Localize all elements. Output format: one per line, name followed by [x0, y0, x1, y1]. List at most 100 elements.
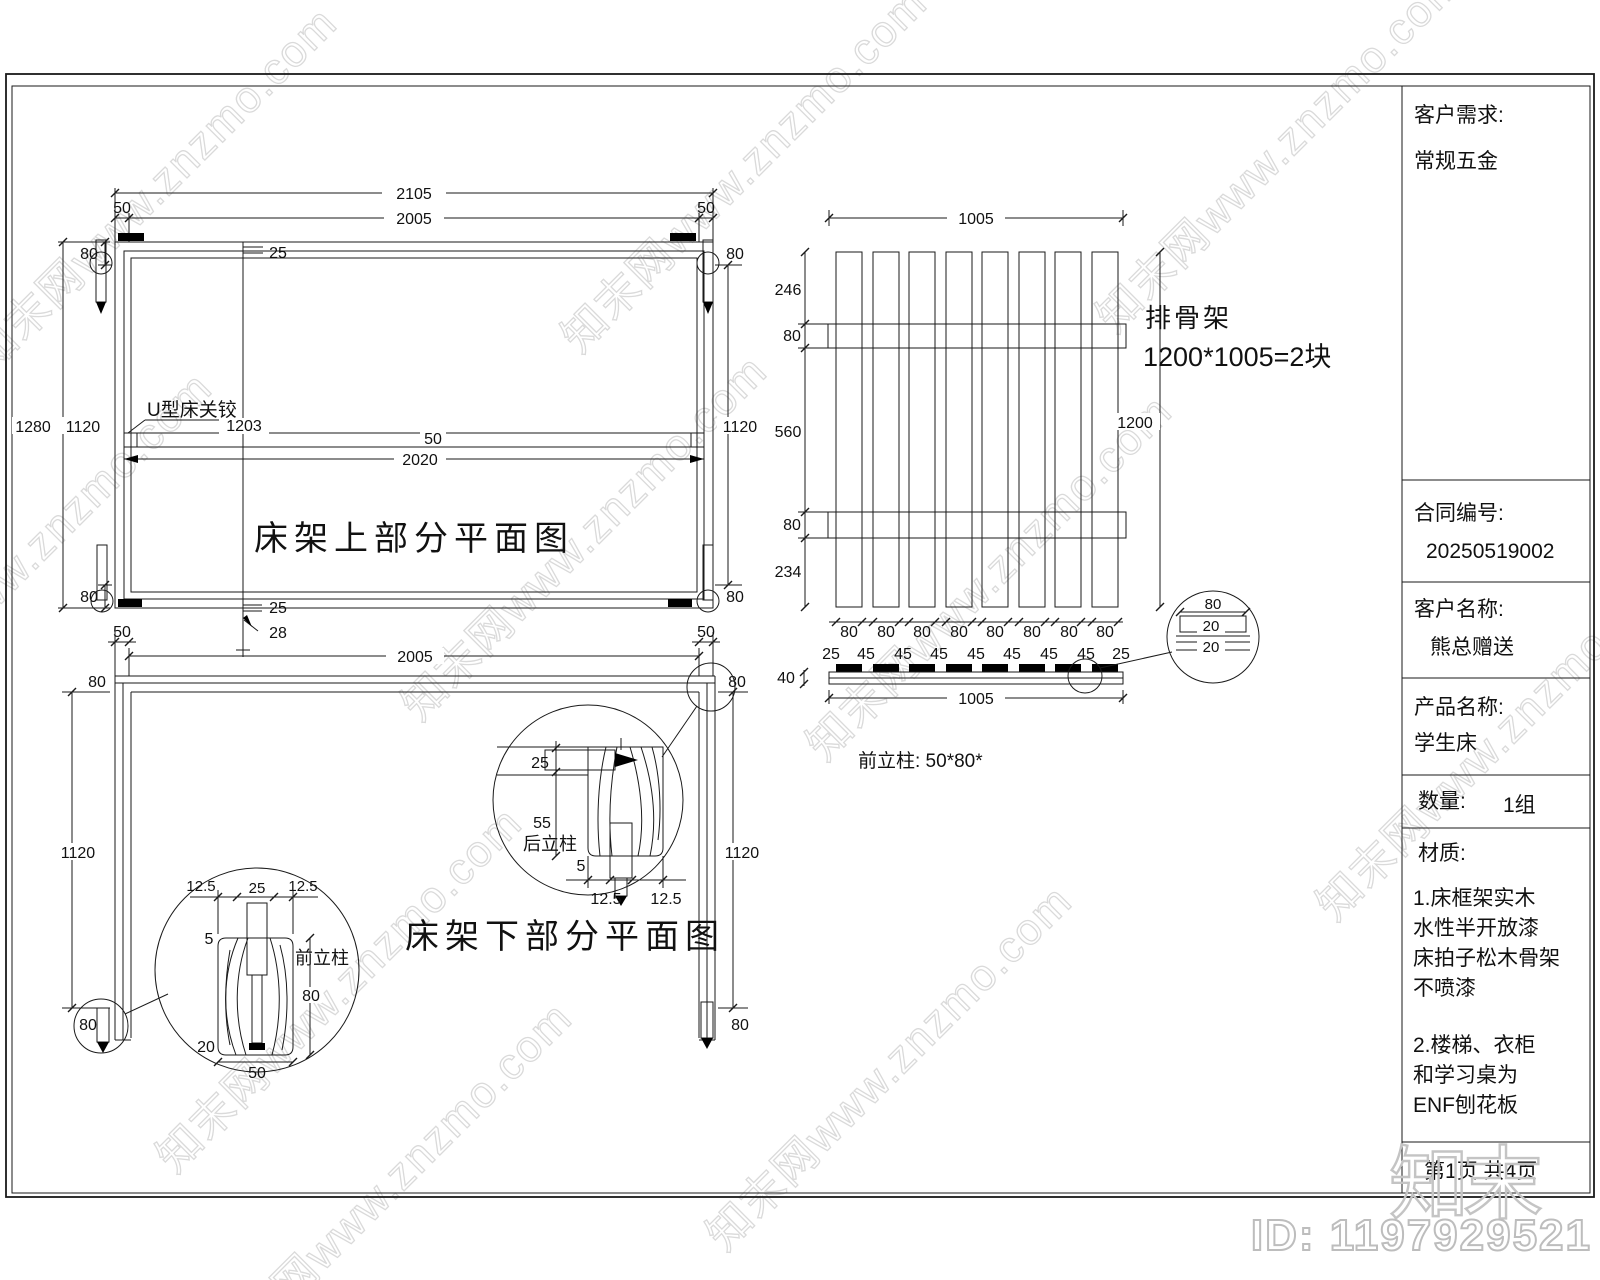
watermark-text: 知末网www.znzmo.com: [198, 993, 582, 1280]
dim-post-top-left: 80: [80, 246, 98, 263]
corner-detail-marker: [686, 662, 736, 712]
dim-mullion-offset: 28: [269, 625, 287, 642]
front-post-note: 前立柱: 50*80*: [858, 750, 983, 772]
dim-rail-width: 50: [424, 431, 442, 448]
dim-gap: 45: [967, 646, 985, 663]
slat-panel-view: 1005 246 80 560 80 234 1200 排骨架 1200*10: [775, 209, 1331, 772]
dim-panel-width: 1005: [958, 211, 994, 228]
product-name-value: 学生床: [1414, 732, 1477, 755]
dim-detail-20a: 20: [1203, 618, 1220, 635]
dim-rear-5: 5: [577, 858, 586, 875]
dim-front-80: 80: [302, 988, 320, 1005]
page-info: 第1页 共4页: [1424, 1160, 1537, 1183]
dim-total-height: 1280: [15, 419, 51, 436]
slat-section-detail: 80 20 20: [1166, 590, 1260, 684]
front-post-detail: 12.5 25 12.5 5 前立柱 80 20 50: [154, 867, 360, 1082]
dim-gap: 45: [857, 646, 875, 663]
side-detail-marker: [1067, 658, 1103, 694]
dim-slat-width: 80: [950, 624, 968, 641]
corner-fitting-bottom-right: [668, 544, 720, 613]
dim-slat-width: 80: [1096, 624, 1114, 641]
dim-front-25: 25: [249, 880, 266, 897]
dim-slat-width: 80: [986, 624, 1004, 641]
inner-border: [11, 85, 1591, 1194]
customer-req-label: 客户需求:: [1414, 104, 1504, 127]
rear-post-label: 后立柱: [523, 834, 577, 854]
dim-rear-55: 55: [533, 815, 551, 832]
lower-plan-view: 50 50 2005: [55, 624, 765, 1082]
customer-req-value: 常规五金: [1414, 150, 1498, 173]
dim-panel-height: 1200: [1117, 415, 1153, 432]
dim-height-left: 1120: [61, 845, 96, 862]
dim-total-width: 2105: [396, 186, 432, 203]
watermark-text: 知末网www.znzmo.com: [798, 386, 1182, 770]
dim-post-bottom-right: 80: [726, 589, 744, 606]
brand-logo-watermark: 知末: [1389, 1140, 1541, 1229]
dim-side-width: 1005: [958, 691, 994, 708]
corner-fitting-top-left: [89, 233, 144, 314]
outer-border: [5, 73, 1595, 1198]
dim-gap: 45: [930, 646, 948, 663]
contract-label: 合同编号:: [1414, 502, 1504, 525]
dim-rear-25: 25: [531, 755, 549, 772]
dim-post-bottom-right: 80: [731, 1017, 749, 1034]
material-line: ENF刨花板: [1413, 1094, 1518, 1117]
material-line: 1.床框架实木: [1413, 887, 1536, 910]
dim-detail-80: 80: [1205, 596, 1222, 613]
upper-plan-title: 床架上部分平面图: [254, 520, 574, 558]
dim-post-top-right: 80: [728, 674, 746, 691]
product-name-label: 产品名称:: [1414, 696, 1504, 719]
dim-inner-width: 2005: [397, 649, 433, 666]
dim-mullion-top: 25: [269, 245, 287, 262]
dim-seg-80-bottom: 80: [783, 517, 801, 534]
customer-name-label: 客户名称:: [1414, 598, 1504, 621]
material-line: 2.楼梯、衣柜: [1413, 1034, 1536, 1057]
dim-gap: 25: [1112, 646, 1130, 663]
dim-side-left: 50: [113, 200, 131, 217]
dim-front-50: 50: [248, 1065, 266, 1082]
rear-post-detail: 25 55 后立柱 5 12.5 12.5: [492, 704, 686, 908]
material-label: 材质:: [1418, 842, 1466, 865]
contract-number: 20250519002: [1426, 540, 1554, 563]
dim-side-right: 50: [697, 200, 715, 217]
dim-post-top-right: 80: [726, 246, 744, 263]
dim-slat-width: 80: [877, 624, 895, 641]
dim-post-bottom-left: 80: [79, 1017, 97, 1034]
slat-panel-spec: 1200*1005=2块: [1143, 342, 1331, 372]
dim-seg-246: 246: [775, 282, 802, 299]
material-line: 不喷漆: [1413, 977, 1476, 1000]
dim-slat-width: 80: [913, 624, 931, 641]
dim-side-right: 50: [697, 624, 715, 641]
dim-post-top-left: 80: [88, 674, 106, 691]
dim-mullion-bottom: 25: [269, 600, 287, 617]
sheet-border: [5, 73, 1595, 1198]
lower-plan-title: 床架下部分平面图: [405, 918, 725, 956]
title-block: 客户需求: 常规五金 合同编号: 20250519002 客户名称: 熊总赠送 …: [1401, 86, 1590, 1193]
dim-seg-234: 234: [775, 564, 802, 581]
dim-rear-125-right: 12.5: [650, 891, 681, 908]
dim-front-125-left: 12.5: [186, 878, 215, 895]
dim-seg-560: 560: [775, 424, 802, 441]
material-line: 水性半开放漆: [1413, 917, 1539, 940]
dim-rear-125-left: 12.5: [590, 891, 621, 908]
image-id-watermark: ID: 1197929521: [1251, 1211, 1592, 1260]
material-line: 和学习桌为: [1413, 1064, 1518, 1087]
slat-side-view: 40 1005: [777, 651, 1173, 708]
dim-gap: 45: [1040, 646, 1058, 663]
slat-panel-name: 排骨架: [1145, 303, 1232, 333]
dim-gap: 45: [1077, 646, 1095, 663]
watermark-text: 知末网www.znzmo.com: [0, 0, 347, 382]
foot-fitting-left: [73, 993, 169, 1054]
front-post-label: 前立柱: [295, 948, 349, 968]
dim-seg-80-top: 80: [783, 328, 801, 345]
dim-inner-height: 1120: [66, 419, 101, 436]
dim-front-125-right: 12.5: [288, 878, 317, 895]
watermark-text: 知末网www.znzmo.com: [698, 876, 1082, 1260]
dim-rail-pos: 1203: [226, 418, 262, 435]
material-line: 床拍子松木骨架: [1413, 947, 1560, 970]
dim-front-5: 5: [205, 931, 214, 948]
hinge-label: U型床关铰: [147, 399, 237, 421]
